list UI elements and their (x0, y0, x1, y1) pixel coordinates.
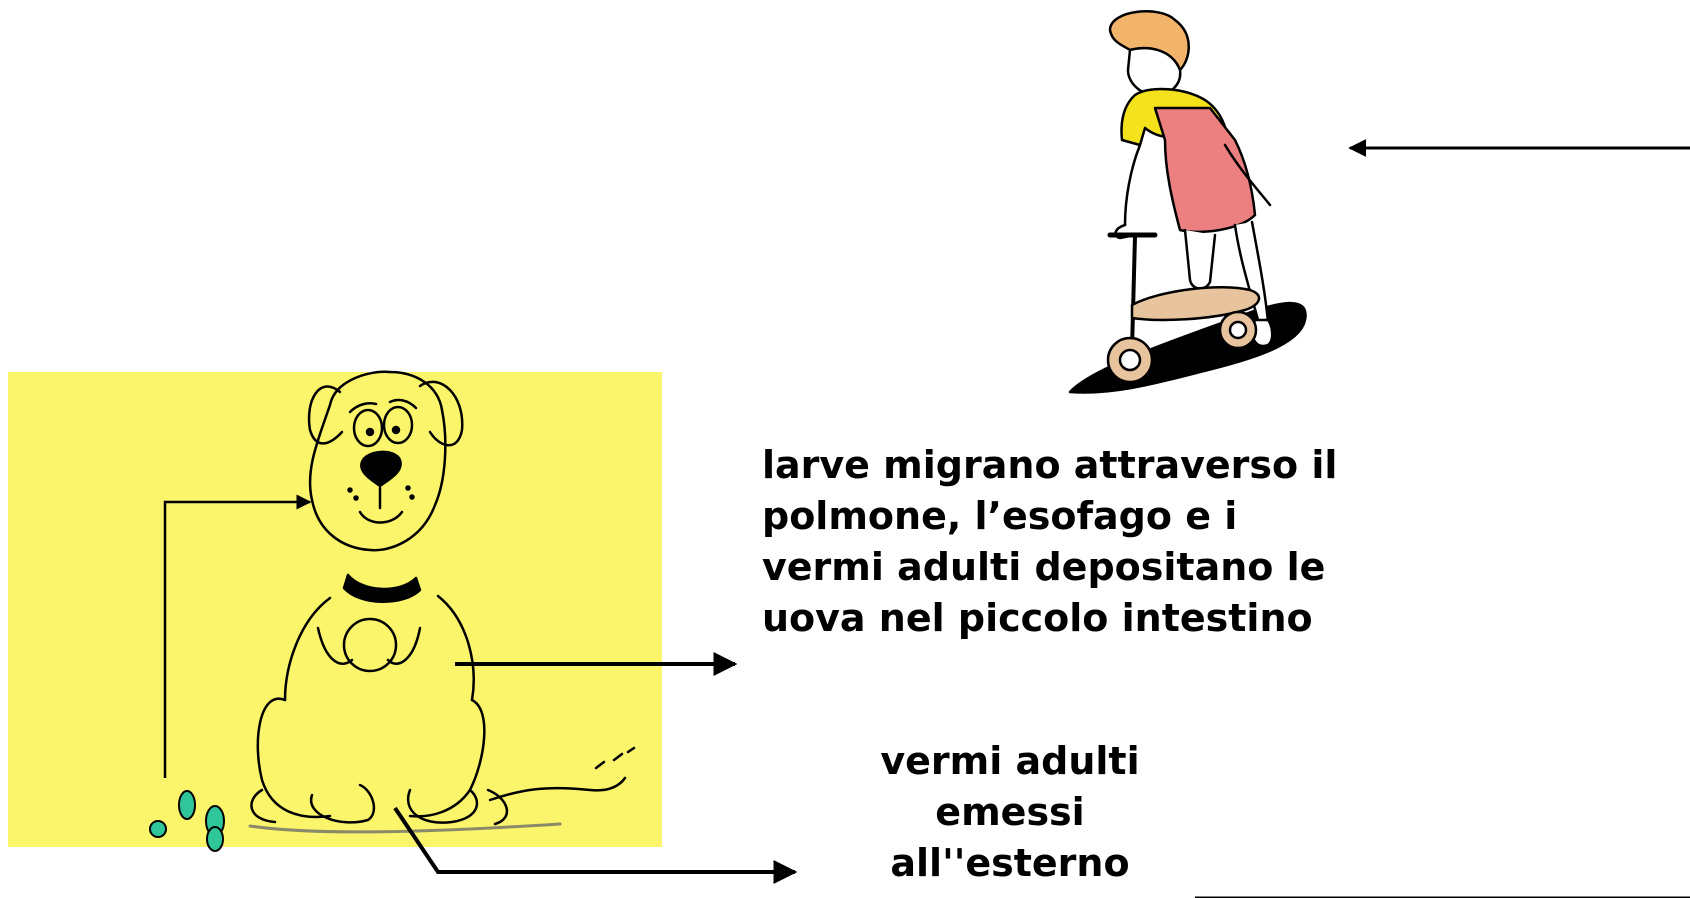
connector-lines (163, 139, 1690, 898)
lung-migration-label: larve migrano attraverso il polmone, l’e… (762, 440, 1402, 644)
adult-worms-label: vermi adulti emessi all''esterno (860, 736, 1160, 889)
arrow-eggs-to-dog (163, 494, 312, 778)
lung-migration-line-2: polmone, l’esofago e i (762, 494, 1238, 538)
arrow-dog-to-adults-label (393, 806, 798, 884)
lung-migration-line-1: larve migrano attraverso il (762, 443, 1338, 487)
adult-worms-line-1: vermi adulti (880, 739, 1140, 783)
lung-migration-line-4: uova nel piccolo intestino (762, 596, 1313, 640)
lung-migration-line-3: vermi adulti depositano le (762, 545, 1326, 589)
dog-illustration (248, 370, 636, 834)
child-on-scooter-illustration (1068, 10, 1307, 394)
dog-panel (8, 372, 662, 847)
adult-worms-line-3: all''esterno (890, 841, 1130, 885)
arrow-loop-to-child (1195, 139, 1690, 898)
egg-cluster-icon (149, 790, 225, 852)
adult-worms-line-2: emessi (935, 790, 1085, 834)
